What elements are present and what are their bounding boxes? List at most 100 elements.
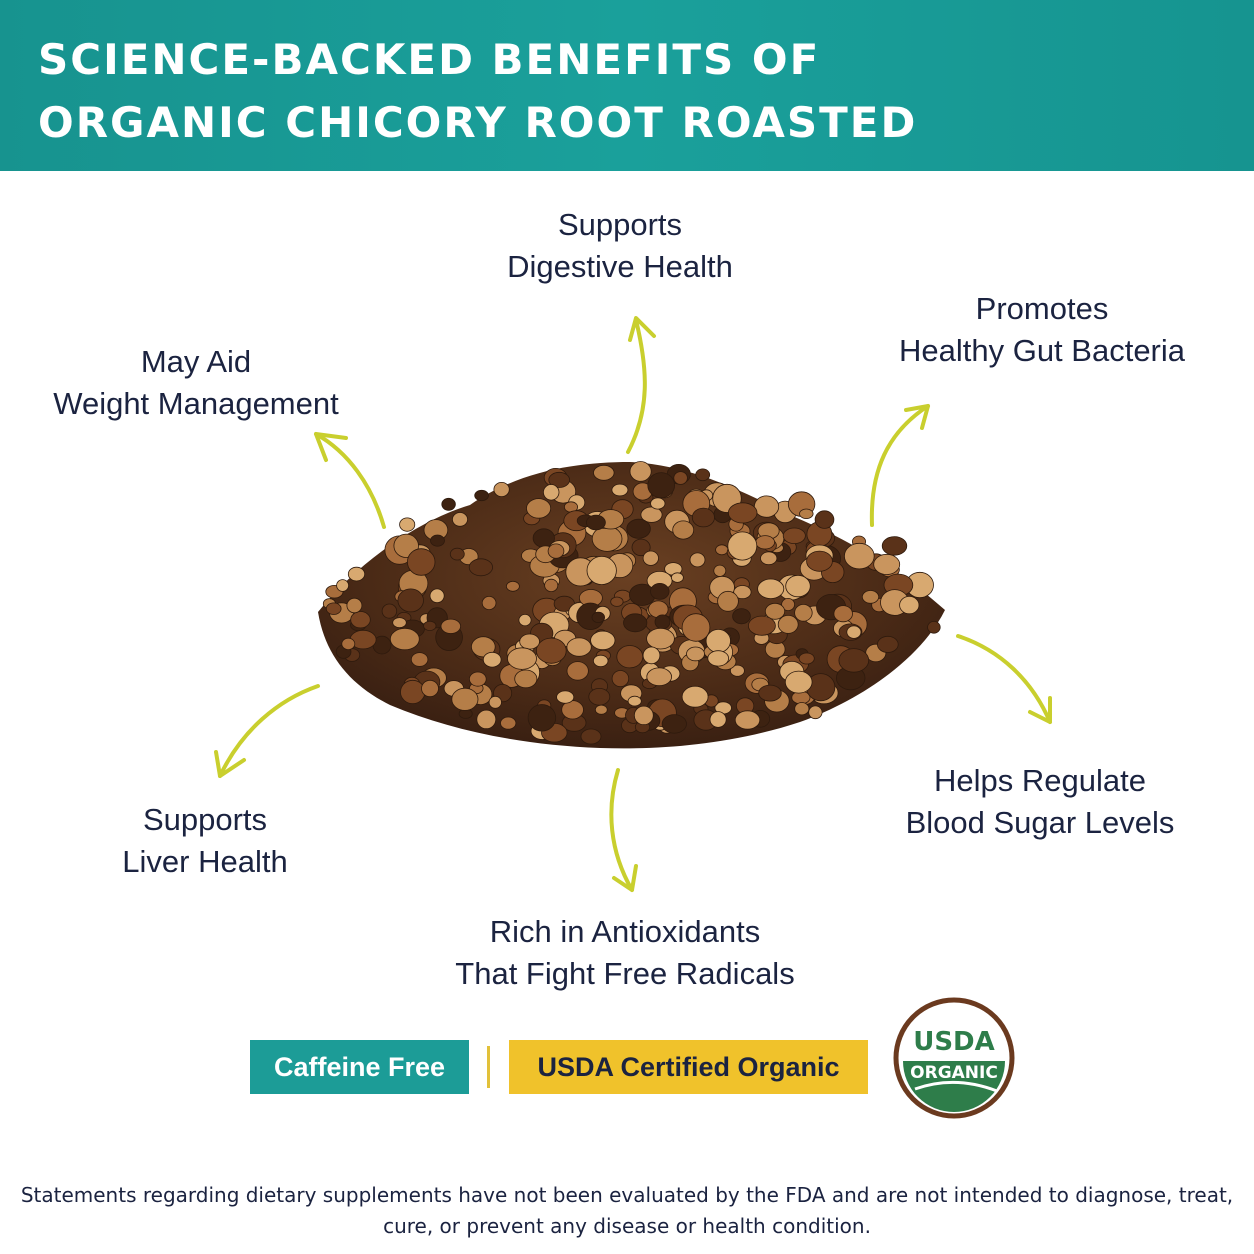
chicory-granule [927, 620, 941, 634]
chicory-granule [728, 502, 758, 524]
benefit-line-1: Supports [557, 207, 683, 242]
chicory-granule [586, 556, 617, 586]
chicory-granule [591, 611, 606, 624]
chicory-granule [421, 679, 439, 698]
chicory-granule [899, 595, 920, 615]
chicory-granule [397, 588, 424, 613]
title-line-2: ORGANIC CHICORY ROOT ROASTED [38, 98, 918, 147]
chicory-granule [861, 590, 880, 604]
curved-arrow-icon-gut [869, 404, 930, 527]
benefit-line-1: Promotes [975, 291, 1109, 326]
chicory-granule [544, 578, 559, 593]
disclaimer-line-2: cure, or prevent any disease or health c… [383, 1214, 871, 1238]
chicory-granule [686, 646, 705, 662]
caffeine-free-badge: Caffeine Free [250, 1040, 469, 1094]
chicory-granule [799, 508, 814, 520]
chicory-granule [325, 602, 342, 615]
chicory-granule [547, 543, 565, 559]
chicory-granule [548, 471, 570, 488]
chicory-granule [474, 489, 489, 502]
chicory-granule [623, 613, 648, 633]
chicory-granule [347, 566, 366, 582]
chicory-granule [691, 507, 715, 528]
chicory-granule [646, 628, 675, 650]
chicory-granule [389, 627, 420, 651]
chicory-granule [451, 687, 479, 711]
benefit-weight-management: May Aid Weight Management [30, 341, 362, 425]
curved-arrow-icon-sugar [956, 634, 1052, 724]
title-line-1: SCIENCE-BACKED BENEFITS OF [38, 35, 821, 84]
fda-disclaimer: Statements regarding dietary supplements… [20, 1180, 1234, 1242]
benefit-gut-bacteria: Promotes Healthy Gut Bacteria [880, 288, 1204, 372]
curved-arrow-icon-weight [314, 432, 386, 529]
chicory-granule [695, 468, 711, 482]
chicory-granule [399, 517, 416, 532]
benefit-line-2: That Fight Free Radicals [455, 956, 795, 991]
chicory-granule [785, 574, 811, 598]
chicory-granule [757, 578, 785, 600]
chicory-granule [514, 669, 538, 689]
chicory-granule [806, 550, 833, 572]
chicory-granule [535, 637, 567, 664]
chicory-granule [527, 704, 557, 732]
chicory-granule [707, 650, 729, 667]
chicory-granule [633, 705, 654, 726]
chicory-granule [441, 497, 456, 511]
chicory-granule [798, 652, 815, 665]
chicory-granule [350, 611, 371, 629]
chicory-granule [733, 585, 752, 600]
chicory-granule [629, 461, 652, 482]
chicory-granule [410, 652, 429, 667]
chicory-granule [873, 553, 901, 575]
chicory-granule [626, 518, 651, 539]
disclaimer-line-1: Statements regarding dietary supplements… [20, 1183, 1234, 1207]
chicory-granule [610, 596, 624, 607]
chicory-granule [650, 583, 670, 600]
chicory-granule [833, 605, 853, 623]
chicory-granule [588, 687, 611, 706]
chicory-granule [586, 514, 606, 531]
benefit-line-2: Weight Management [53, 386, 339, 421]
chicory-granule [381, 603, 398, 619]
chicory-granule [430, 534, 445, 547]
chicory-granule [794, 603, 813, 622]
chicory-granule [440, 618, 462, 634]
chicory-granule [566, 661, 589, 681]
chicory-granule [734, 710, 761, 730]
chicory-granule [451, 512, 468, 527]
chicory-granule [543, 484, 560, 501]
chicory-granule [794, 702, 810, 716]
benefit-line-1: May Aid [140, 344, 252, 379]
chicory-granule [593, 654, 609, 668]
usda-organic-seal-icon: USDA ORGANIC [893, 997, 1015, 1119]
chicory-granule [336, 579, 350, 592]
chicory-granule [616, 645, 644, 669]
chicory-granule [681, 685, 709, 708]
chicory-granule [488, 695, 502, 709]
chicory-granule [672, 520, 695, 540]
benefit-liver-health: Supports Liver Health [90, 799, 320, 883]
chicory-granule [876, 635, 899, 653]
curved-arrow-icon-antioxidants [609, 768, 638, 892]
benefit-antioxidants: Rich in Antioxidants That Fight Free Rad… [440, 911, 810, 995]
chicory-granule [611, 483, 629, 497]
chicory-granule [627, 695, 642, 707]
benefit-line-2: Blood Sugar Levels [905, 805, 1175, 840]
chicory-granule [392, 617, 407, 628]
chicory-granule [642, 550, 659, 566]
benefit-line-2: Healthy Gut Bacteria [898, 333, 1186, 368]
chicory-granule [556, 690, 575, 704]
seal-top-text: USDA [913, 1027, 995, 1057]
chicory-granule [346, 597, 363, 614]
benefit-line-1: Helps Regulate [934, 763, 1146, 798]
curved-arrow-icon-liver [214, 684, 320, 778]
chicory-granule [689, 552, 706, 568]
chicory-granule [671, 572, 684, 583]
chicory-granule [838, 648, 870, 673]
chicory-granule [526, 498, 552, 519]
chicory-granule [482, 651, 502, 668]
chicory-granule [814, 510, 835, 529]
chicory-granule [881, 536, 908, 556]
chicory-granule [341, 637, 356, 651]
